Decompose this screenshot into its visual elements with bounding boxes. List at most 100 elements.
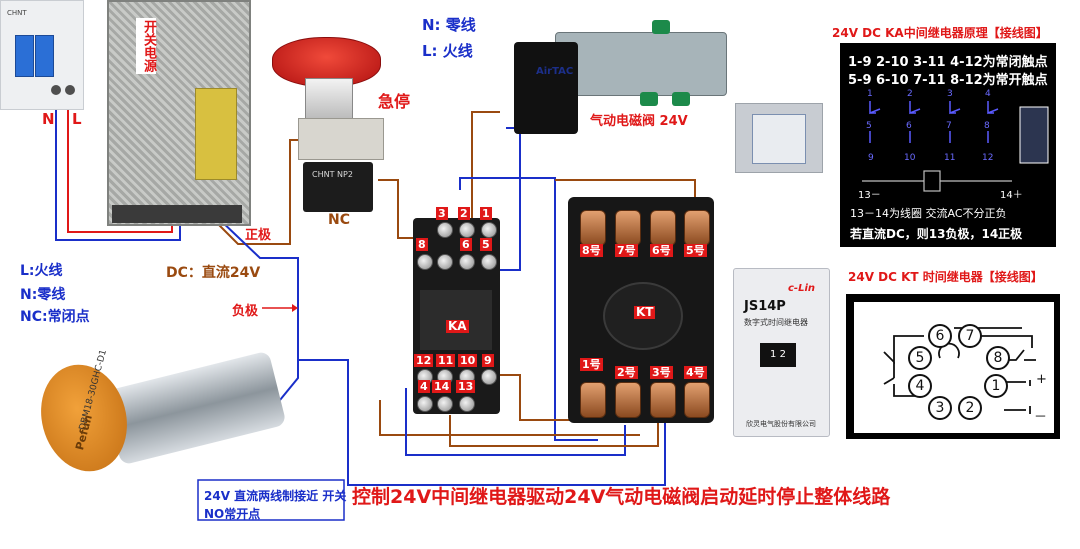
ka-top-num-2: 2: [907, 89, 913, 99]
relay-photo: [735, 103, 823, 173]
ka-bot-num-11: 11: [944, 153, 956, 163]
ka-dc-note: 若直流DC，则13负极，14正极: [850, 227, 1023, 241]
kt-num-5: 5: [908, 346, 932, 370]
wire-positive: [211, 139, 300, 245]
estop-label: 急停: [378, 92, 411, 111]
kt-label-1: 1号: [580, 358, 603, 371]
circuit-breaker: CHNT: [0, 0, 84, 110]
ka-pin-8: 8: [416, 238, 428, 251]
js-maker: 欣灵电气股份有限公司: [746, 420, 816, 428]
ka-pin-1: 1: [480, 207, 492, 220]
kt-screw-2: [615, 382, 641, 418]
ka-screw-2: [459, 222, 475, 238]
ka-top-num-3: 3: [947, 89, 953, 99]
legend-neutral: N: 零线: [422, 16, 476, 34]
estop-contact-block: [303, 162, 373, 212]
kt-minus: －: [1034, 410, 1048, 425]
ka-bot-num-12: 12: [982, 153, 994, 163]
kt-num-4: 4: [908, 374, 932, 398]
ka-mid-num-7: 7: [946, 121, 952, 131]
valve-label: 气动电磁阀 24V: [590, 114, 688, 129]
ka-pin-13: 13: [456, 380, 476, 393]
breaker-l-label: L: [72, 110, 82, 128]
kt-screw-5: [684, 210, 710, 246]
wire-estop-ka: [378, 179, 420, 239]
wire-ka-kt-2: [490, 374, 590, 421]
legend-left-neutral: N:零线: [20, 287, 66, 303]
valve-brand: AirTAC: [536, 66, 574, 77]
relay-photo-inner: [752, 114, 806, 164]
ka-pin-11: 11: [436, 354, 456, 367]
ka-pin-10: 10: [458, 354, 478, 367]
ka-screw-14: [437, 396, 453, 412]
wire-neutral: [55, 92, 181, 241]
ka-screw-4: [417, 396, 433, 412]
breaker-n-label: N: [42, 110, 55, 128]
sensor-caption-line2: NO常开点: [204, 507, 261, 521]
kt-label-2: 2号: [615, 366, 638, 379]
wire-sensor: [279, 360, 299, 401]
ka-principle-diagram: 1-9 2-10 3-11 4-12为常闭触点 5-9 6-10 7-11 8-…: [840, 43, 1056, 247]
kt-label-6: 6号: [650, 244, 673, 257]
solenoid-valve-coil: [514, 42, 578, 134]
kt-screw-8: [580, 210, 606, 246]
kt-diagram-svg: [883, 327, 1036, 414]
wire-ka-kt-3: [379, 400, 640, 436]
kt-screw-3: [650, 382, 676, 418]
ka-screw-13: [459, 396, 475, 412]
kt-label-7: 7号: [615, 244, 638, 257]
kt-num-2: 2: [958, 396, 982, 420]
kt-plus: +: [1036, 372, 1047, 387]
kt-diagram-title: 24V DC KT 时间继电器【接线图】: [848, 270, 1043, 284]
kt-screw-6: [650, 210, 676, 246]
ka-pin-12: 12: [414, 354, 434, 367]
sensor-caption-box: [197, 479, 345, 521]
wire-ka-kt-1: [459, 177, 598, 441]
psu-negative-label: 负极: [232, 304, 259, 319]
breaker-terminal-l: [65, 85, 75, 95]
ka-screw-9: [481, 369, 497, 385]
kt-label-8: 8号: [580, 244, 603, 257]
valve-fitting-3: [672, 92, 690, 106]
kt-num-3: 3: [928, 396, 952, 420]
valve-fitting-2: [640, 92, 658, 106]
js-display: 1 2: [760, 343, 796, 367]
kt-label: KT: [634, 305, 656, 319]
breaker-terminal-n: [51, 85, 61, 95]
ka-pin-2: 2: [458, 207, 470, 220]
ka-top-num-4: 4: [985, 89, 991, 99]
kt-label-4: 4号: [684, 366, 707, 379]
ka-screw-6: [459, 254, 475, 270]
ka-pin-4: 4: [418, 380, 430, 393]
psu-positive-label: 正极: [245, 228, 272, 243]
kt-screw-4: [684, 382, 710, 418]
kt-label-5: 5号: [684, 244, 707, 257]
ka-pin-6: 6: [460, 238, 472, 251]
kt-num-6: 6: [928, 324, 952, 348]
ka-mid-num-5: 5: [866, 121, 872, 131]
ka-nc-line: 1-9 2-10 3-11 4-12为常闭触点: [848, 55, 1048, 70]
legend-live: L: 火线: [422, 42, 473, 60]
ka-coil-note: 13－14为线圈 交流AC不分正负: [850, 207, 1007, 220]
kt-num-7: 7: [958, 324, 982, 348]
breaker-brand: CHNT: [7, 9, 27, 17]
ka-mid-num-8: 8: [984, 121, 990, 131]
sensor-caption-1: 24V 直流两线制接近 开关: [204, 487, 346, 504]
ka-top-num-1: 1: [867, 89, 873, 99]
wire-negative: [217, 217, 666, 486]
kt-diagram: 6 7 5 8 4 1 3 2 + －: [853, 301, 1055, 434]
ka-label: KA: [446, 319, 469, 333]
ka-screw-1: [481, 222, 497, 238]
psu-label: 开关电源: [136, 18, 156, 74]
kt-screw-1: [580, 382, 606, 418]
kt-screw-7: [615, 210, 641, 246]
sensor-caption-line1: 24V 直流两线制接近 开关: [204, 489, 347, 503]
kt-num-8: 8: [986, 346, 1010, 370]
ka-screw-8: [417, 254, 433, 270]
js-brand: c-Lin: [788, 283, 815, 294]
wire-ka-valve-2: [490, 127, 521, 271]
estop-nc-label: NC: [328, 212, 350, 228]
wire-kt-top: [555, 179, 696, 205]
psu-dc-label: DC：直流24V: [166, 265, 261, 281]
ka-coil-plus: 14＋: [1000, 190, 1023, 201]
